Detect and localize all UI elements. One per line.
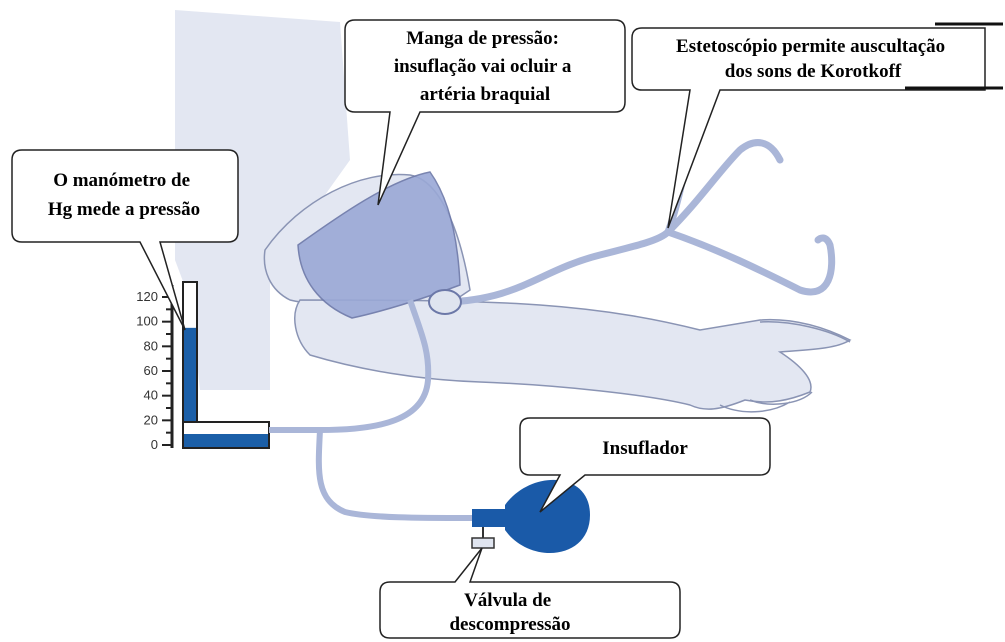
stethoscope-tube — [445, 80, 700, 302]
scale-label: 80 — [144, 338, 158, 353]
callout-valve-line-2: descompressão — [449, 614, 570, 635]
stethoscope-earpiece-right — [668, 232, 832, 292]
inflator-bulb — [505, 480, 590, 553]
scale-label: 100 — [136, 314, 158, 329]
callout-cuff-line-2: insuflação vai ocluir a — [394, 56, 572, 77]
mercury-reservoir-fill — [184, 434, 268, 447]
callout-manometer-line-2: Hg mede a pressão — [48, 199, 200, 220]
scale-label: 120 — [136, 289, 158, 304]
scale-label: 0 — [151, 437, 158, 452]
scale-label: 20 — [144, 412, 158, 427]
svg-text:Manga de pressão: insufl: Manga de pressão: insuflação vai ocluir … — [394, 28, 576, 105]
forearm — [295, 300, 850, 409]
manometer-scale: 120 100 80 60 40 20 0 — [136, 285, 172, 452]
callout-valve-line-1: Válvula de — [464, 590, 551, 611]
decompression-valve — [472, 538, 494, 548]
callout-bulb: Insuflador — [520, 418, 770, 512]
callout-cuff-line-3: artéria braquial — [420, 84, 550, 105]
svg-text:Insuflador: Insuflador — [602, 438, 688, 459]
bulb-neck — [472, 509, 506, 527]
callout-manometer-line-1: O manómetro de — [53, 170, 190, 191]
callout-bulb-line-1: Insuflador — [602, 438, 688, 459]
callout-cuff: Manga de pressão: insuflação vai ocluir … — [345, 20, 625, 205]
scale-label: 60 — [144, 363, 158, 378]
callout-valve: Válvula de descompressão — [380, 548, 680, 638]
callout-stethoscope: Estetoscópio permite auscultação dos son… — [632, 24, 1003, 228]
callout-stethoscope-line-2: dos sons de Korotkoff — [725, 61, 902, 82]
tube-to-bulb — [319, 430, 472, 518]
stethoscope-chestpiece — [429, 290, 461, 314]
callout-stethoscope-line-1: Estetoscópio permite auscultação — [676, 36, 945, 57]
callout-cuff-line-1: Manga de pressão: — [406, 28, 559, 49]
scale-label: 40 — [144, 388, 158, 403]
